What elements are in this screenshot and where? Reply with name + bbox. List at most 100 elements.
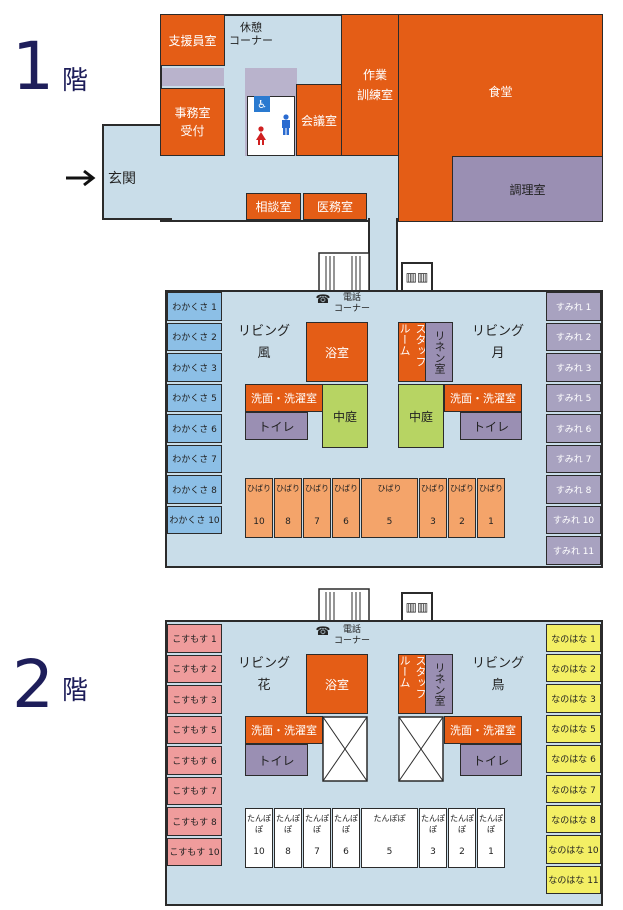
wheelchair-icon: ♿ [254, 96, 270, 112]
kitchen-room: 調理室 [452, 156, 603, 222]
room-cell: すみれ 1 [546, 292, 601, 321]
room-cell: なのはな 10 [546, 835, 601, 864]
room-number: 8 [285, 847, 291, 857]
room-name: ひばり [276, 484, 300, 493]
room-cell: わかくさ 7 [167, 444, 222, 473]
room-cell: すみれ 7 [546, 444, 601, 473]
stairs-icon [318, 252, 370, 292]
room-cell: こすもす 5 [167, 715, 222, 744]
laundry-right-1f: 洗面・洗濯室 [444, 384, 522, 412]
room-number: 8 [285, 517, 291, 527]
room-number: 2 [459, 847, 465, 857]
room-cell: わかくさ 6 [167, 414, 222, 443]
room-name: ひばり [377, 484, 402, 493]
room-cell: すみれ 3 [546, 353, 601, 382]
office-reception: 事務室 受付 [160, 88, 225, 156]
entrance-label: 玄関 [108, 171, 136, 187]
room-cell: すみれ 11 [546, 536, 601, 565]
room-cell: ひばり 5 [361, 478, 418, 538]
void-right-2f [398, 716, 444, 782]
floor1-kai: 階 [62, 66, 89, 96]
room-cell: わかくさ 3 [167, 353, 222, 382]
room-cell: なのはな 8 [546, 805, 601, 834]
room-cell: なのはな 7 [546, 775, 601, 804]
room-cell: なのはな 3 [546, 684, 601, 713]
male-icon [282, 114, 290, 135]
support-office-strip [162, 68, 224, 86]
room-cell: わかくさ 10 [167, 505, 222, 534]
room-cell: なのはな 2 [546, 654, 601, 683]
room-name: ひばり [421, 484, 445, 493]
toilet-right-2f: トイレ [460, 744, 522, 776]
room-name: ひばり [247, 484, 271, 493]
room-cell: こすもす 10 [167, 837, 222, 866]
bath-2f: 浴室 [306, 654, 368, 714]
room-cell: たんぽぽ 6 [332, 808, 360, 868]
linen-room-1f: リネン室 [425, 322, 453, 382]
room-cell: わかくさ 5 [167, 383, 222, 412]
linen-room-2f: リネン室 [425, 654, 453, 714]
room-name: ひばり [450, 484, 474, 493]
room-name: たんぽぽ [373, 814, 406, 823]
room-cell: ひばり 1 [477, 478, 505, 538]
room-cell: こすもす 1 [167, 624, 222, 653]
room-name: たんぽぽ [334, 814, 358, 834]
room-name: ひばり [479, 484, 503, 493]
room-cell: なのはな 1 [546, 624, 601, 653]
room-number: 3 [430, 517, 436, 527]
room-cell: ひばり 8 [274, 478, 302, 538]
floor2-number: 2 [12, 646, 54, 723]
room-cell: たんぽぽ 3 [419, 808, 447, 868]
courtyard-right-1f: 中庭 [398, 384, 444, 448]
room-number: 6 [343, 847, 349, 857]
room-cell: わかくさ 8 [167, 475, 222, 504]
room-name: ひばり [334, 484, 358, 493]
room-cell: ひばり 3 [419, 478, 447, 538]
room-cell: こすもす 2 [167, 654, 222, 683]
medical-room: 医務室 [303, 193, 367, 220]
room-number: 7 [314, 847, 320, 857]
bath-1f: 浴室 [306, 322, 368, 382]
room-cell: わかくさ 2 [167, 322, 222, 351]
living-left-label-1f: リビング 風 [237, 324, 290, 361]
room-number: 7 [314, 517, 320, 527]
support-office: 支援員室 [160, 14, 225, 66]
room-name: ひばり [305, 484, 329, 493]
room-number: 1 [488, 517, 494, 527]
room-number: 10 [253, 517, 265, 527]
staff-room-1f: スタッフ ルーム [398, 322, 427, 382]
room-cell: すみれ 8 [546, 475, 601, 504]
elevator-icon: ▥▥ [401, 262, 433, 292]
room-cell: たんぽぽ 10 [245, 808, 273, 868]
room-name: たんぽぽ [421, 814, 445, 834]
living-right-label-2f: リビング 鳥 [471, 656, 524, 693]
room-cell: ひばり 10 [245, 478, 273, 538]
elevator-icon-2f: ▥▥ [401, 592, 433, 622]
room-number: 3 [430, 847, 436, 857]
room-name: たんぽぽ [247, 814, 271, 834]
room-number: 5 [386, 517, 393, 527]
room-number: 10 [253, 847, 265, 857]
stairs-icon-2f [318, 588, 370, 622]
floor1-corridor-connector [368, 218, 398, 298]
room-cell: こすもす 6 [167, 746, 222, 775]
consult-room: 相談室 [246, 193, 301, 220]
meeting-room: 会議室 [296, 84, 342, 156]
room-cell: すみれ 5 [546, 383, 601, 412]
room-cell: すみれ 6 [546, 414, 601, 443]
toilet-left-2f: トイレ [245, 744, 308, 776]
floor1-number: 1 [12, 28, 54, 105]
room-name: たんぽぽ [479, 814, 503, 834]
room-name: たんぽぽ [276, 814, 300, 834]
phone-corner-1f: 電話 コーナー [333, 293, 370, 314]
floor2-kai: 階 [62, 676, 89, 706]
